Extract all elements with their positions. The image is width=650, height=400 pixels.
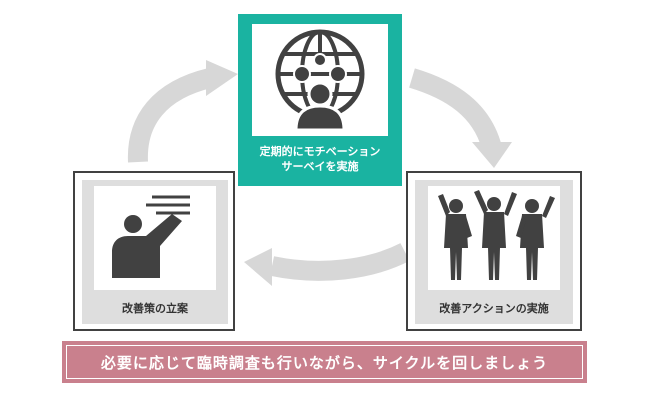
survey-box — [238, 14, 402, 186]
survey-label-line2: サーベイを実施 — [281, 160, 359, 173]
arrow-planning-to-survey — [127, 60, 238, 163]
action-label: 改善アクションの実施 — [439, 301, 549, 315]
cycle-arrows — [127, 60, 512, 286]
arrow-action-to-planning — [244, 242, 410, 286]
presenter-icon — [112, 195, 190, 278]
summary-banner: 必要に応じて臨時調査も行いながら、サイクルを回しましょう — [62, 341, 587, 383]
survey-label: 定期的にモチベーション サーベイを実施 — [240, 136, 400, 184]
arrow-survey-to-action — [409, 68, 512, 168]
cheering-people-icon — [438, 190, 555, 280]
action-box — [406, 171, 582, 331]
globe-person-icon — [275, 29, 365, 132]
planning-label: 改善策の立案 — [122, 301, 188, 315]
planning-box — [73, 171, 235, 331]
summary-banner-text: 必要に応じて臨時調査も行いながら、サイクルを回しましょう — [66, 345, 583, 379]
survey-label-line1: 定期的にモチベーション — [259, 145, 381, 159]
